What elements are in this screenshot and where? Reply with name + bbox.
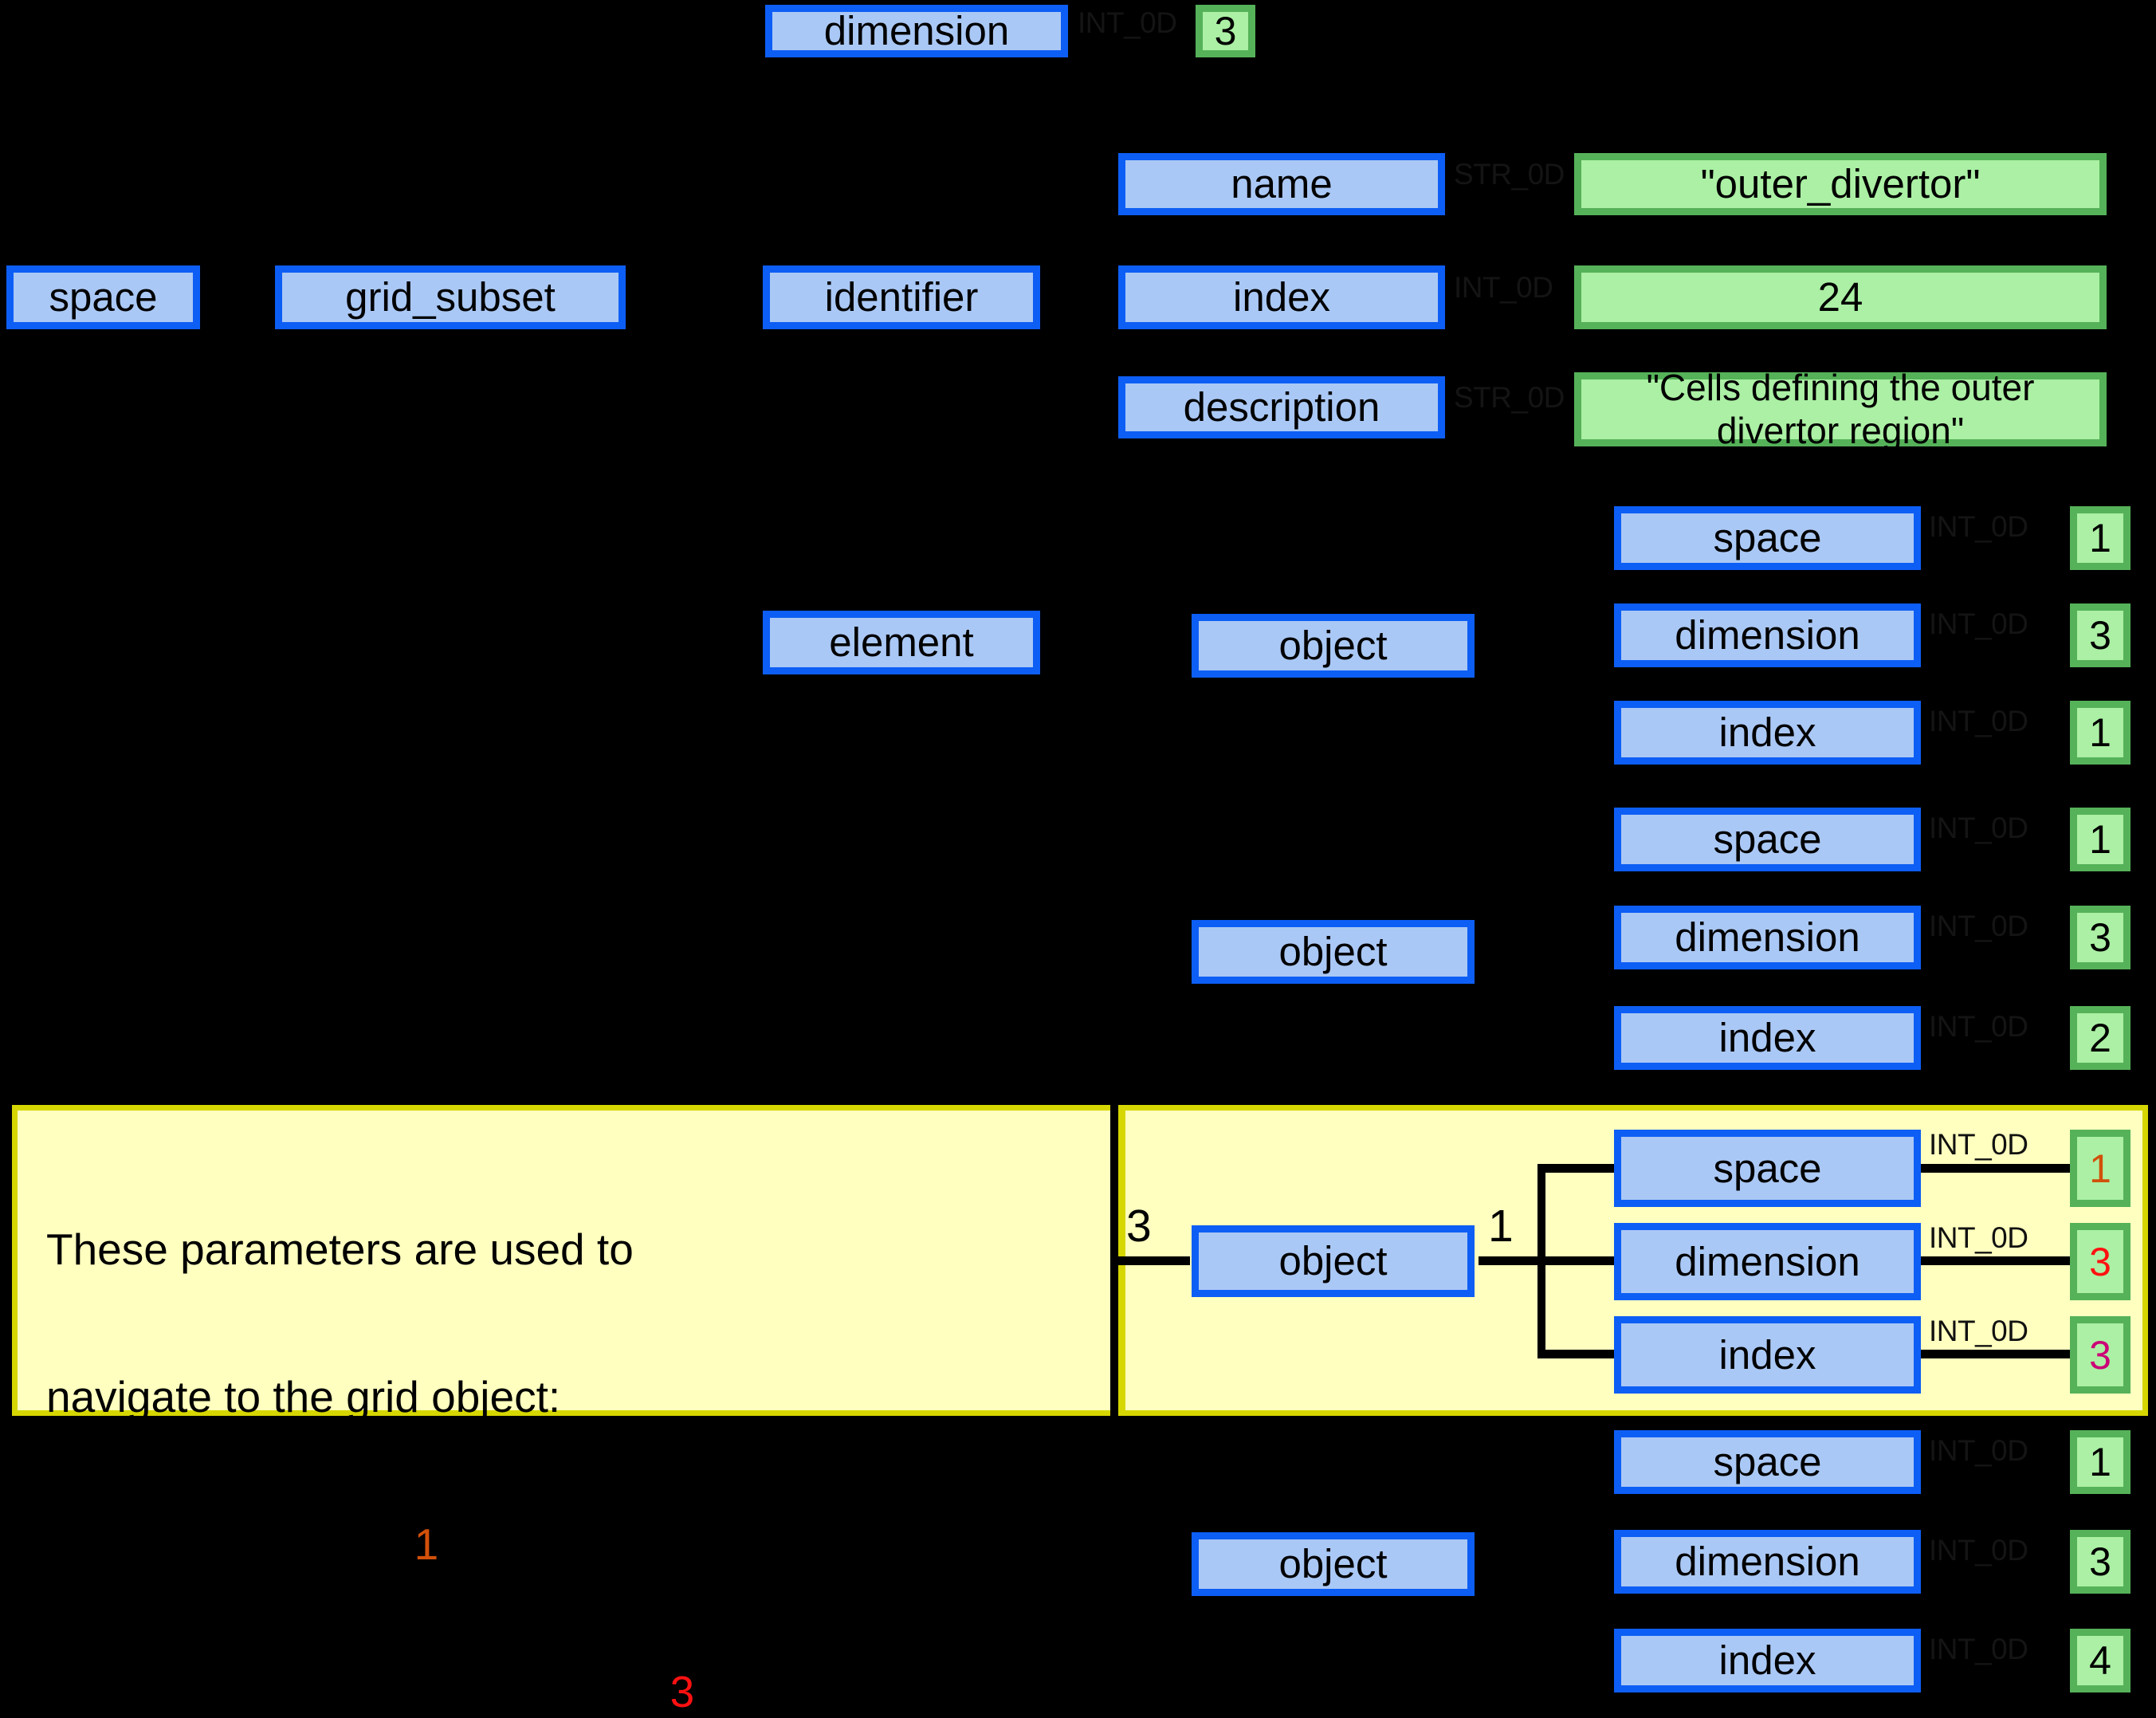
- connector-space-to-value: [1921, 1164, 2072, 1173]
- leaf-dimension-4[interactable]: dimension: [1614, 1530, 1921, 1594]
- type-label-int0d-space-1: INT_0D: [1929, 510, 2028, 543]
- node-grid-subset[interactable]: grid_subset: [275, 265, 626, 329]
- type-label-int0d-index-3: INT_0D: [1929, 1315, 2028, 1347]
- connector-fan-vertical: [1537, 1164, 1545, 1358]
- value-description: "Cells defining the outer divertor regio…: [1574, 367, 2107, 451]
- connector-dimension-to-value: [1921, 1256, 2072, 1265]
- value-dimension-3-text: 3: [2089, 1239, 2111, 1284]
- connector-fan-to-space: [1537, 1164, 1617, 1173]
- multiplicity-in: 3: [1126, 1201, 1152, 1252]
- leaf-space-2[interactable]: space: [1614, 808, 1921, 871]
- annotation-line-3: grid_ggd(1).space(1): [46, 1519, 1098, 1570]
- leaf-dimension-2[interactable]: dimension: [1614, 906, 1921, 969]
- leaf-space-4[interactable]: space: [1614, 1430, 1921, 1494]
- value-index: 24: [1574, 265, 2107, 329]
- type-label-int0d-index: INT_0D: [1454, 271, 1553, 304]
- value-dimension-1: 3: [2070, 603, 2130, 667]
- value-space-4: 1: [2070, 1430, 2130, 1494]
- leaf-index-2[interactable]: index: [1614, 1006, 1921, 1070]
- value-index-4: 4: [2070, 1629, 2130, 1692]
- leaf-index-3[interactable]: index: [1614, 1316, 1921, 1394]
- node-description[interactable]: description: [1118, 376, 1445, 438]
- leaf-index-4[interactable]: index: [1614, 1629, 1921, 1692]
- node-space-root[interactable]: space: [6, 265, 200, 329]
- node-dimension-top[interactable]: dimension: [765, 5, 1068, 57]
- value-dimension-top: 3: [1196, 5, 1255, 57]
- highlight-band-annotation: [12, 1105, 1120, 1416]
- node-identifier[interactable]: identifier: [763, 265, 1040, 329]
- value-dimension-2: 3: [2070, 906, 2130, 969]
- value-dimension-3: 3: [2070, 1223, 2130, 1300]
- annotation-line-4-post: ): [694, 1666, 709, 1716]
- value-index-3: 3: [2070, 1316, 2130, 1394]
- node-name[interactable]: name: [1118, 153, 1445, 215]
- value-space-3: 1: [2070, 1130, 2130, 1207]
- node-index[interactable]: index: [1118, 265, 1445, 329]
- connector-trunk-to-object: [1110, 1256, 1190, 1265]
- type-label-int0d-space-4: INT_0D: [1929, 1434, 2028, 1467]
- type-label-int0d-dimension-3: INT_0D: [1929, 1221, 2028, 1254]
- type-label-int0d: INT_0D: [1078, 6, 1177, 39]
- node-element[interactable]: element: [763, 611, 1040, 674]
- annotation-line-3-post: ): [438, 1519, 454, 1569]
- node-object-1[interactable]: object: [1192, 614, 1475, 678]
- node-object-3[interactable]: object: [1192, 1225, 1475, 1297]
- type-label-int0d-dimension-2: INT_0D: [1929, 910, 2028, 942]
- value-space-1: 1: [2070, 506, 2130, 570]
- value-index-3-text: 3: [2089, 1332, 2111, 1378]
- type-label-int0d-space-2: INT_0D: [1929, 812, 2028, 844]
- connector-object-to-fan: [1479, 1256, 1614, 1265]
- value-space-3-text: 1: [2089, 1146, 2111, 1191]
- annotation-line-1: These parameters are used to: [46, 1225, 634, 1275]
- annotation-line-3-pre: grid_ggd(1).space(: [46, 1519, 414, 1569]
- annotation-line-2: navigate to the grid object:: [46, 1371, 561, 1421]
- type-label-int0d-index-1: INT_0D: [1929, 705, 2028, 737]
- connector-fan-to-index: [1537, 1350, 1617, 1358]
- value-name: "outer_divertor": [1574, 153, 2107, 215]
- annotation-line-4: .objects_per_dimension(3): [46, 1666, 1098, 1717]
- leaf-dimension-3[interactable]: dimension: [1614, 1223, 1921, 1300]
- annotation-note: These parameters are used to navigate to…: [46, 1127, 1098, 1718]
- type-label-int0d-space-3: INT_0D: [1929, 1128, 2028, 1161]
- multiplicity-out: 1: [1488, 1201, 1514, 1252]
- annotation-line-4-pre: .objects_per_dimension(: [46, 1666, 670, 1716]
- type-label-str0d-description: STR_0D: [1454, 381, 1565, 414]
- type-label-int0d-index-2: INT_0D: [1929, 1010, 2028, 1043]
- type-label-int0d-dimension-4: INT_0D: [1929, 1534, 2028, 1567]
- leaf-space-3[interactable]: space: [1614, 1130, 1921, 1207]
- leaf-index-1[interactable]: index: [1614, 701, 1921, 765]
- value-space-2: 1: [2070, 808, 2130, 871]
- leaf-dimension-1[interactable]: dimension: [1614, 603, 1921, 667]
- node-object-2[interactable]: object: [1192, 920, 1475, 984]
- type-label-int0d-dimension-1: INT_0D: [1929, 607, 2028, 640]
- type-label-str0d-name: STR_0D: [1454, 158, 1565, 191]
- leaf-space-1[interactable]: space: [1614, 506, 1921, 570]
- node-object-4[interactable]: object: [1192, 1532, 1475, 1596]
- connector-index-to-value: [1921, 1350, 2072, 1358]
- value-dimension-4: 3: [2070, 1530, 2130, 1594]
- type-label-int0d-index-4: INT_0D: [1929, 1633, 2028, 1665]
- annotation-line-3-value: 1: [414, 1519, 439, 1569]
- value-index-1: 1: [2070, 701, 2130, 765]
- value-index-2: 2: [2070, 1006, 2130, 1070]
- annotation-line-4-value: 3: [670, 1666, 695, 1716]
